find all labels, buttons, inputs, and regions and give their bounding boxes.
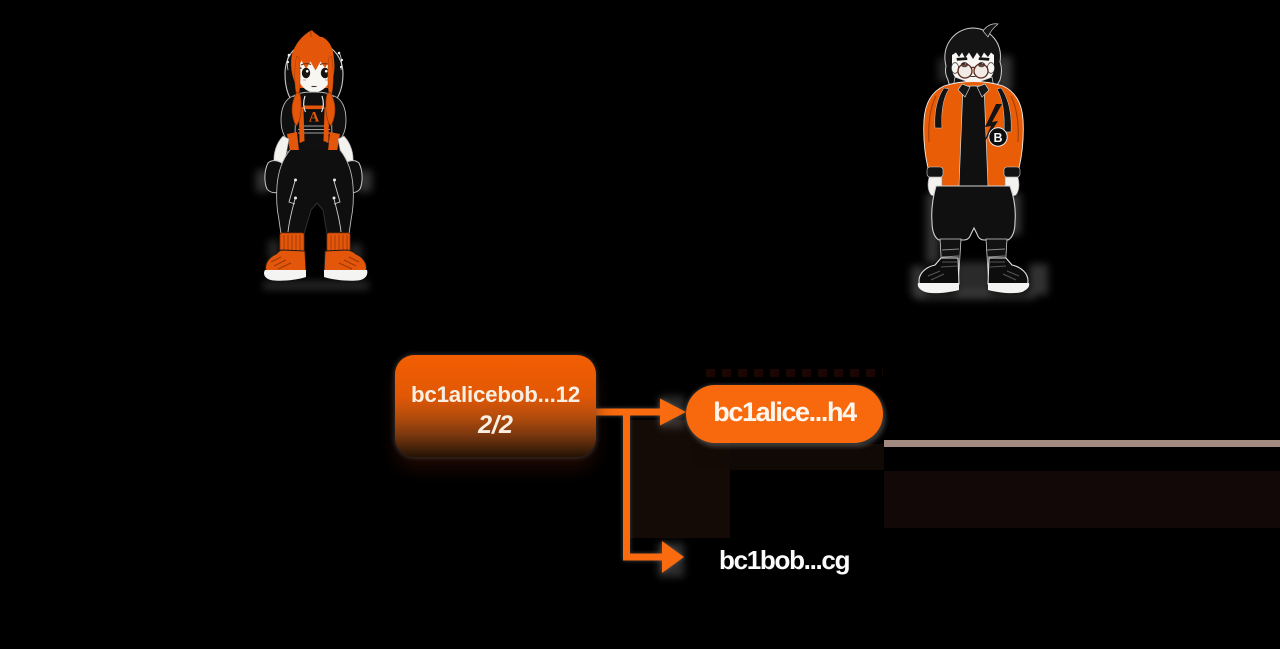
svg-text:A: A [309,110,320,126]
svg-text:B: B [993,131,1002,145]
